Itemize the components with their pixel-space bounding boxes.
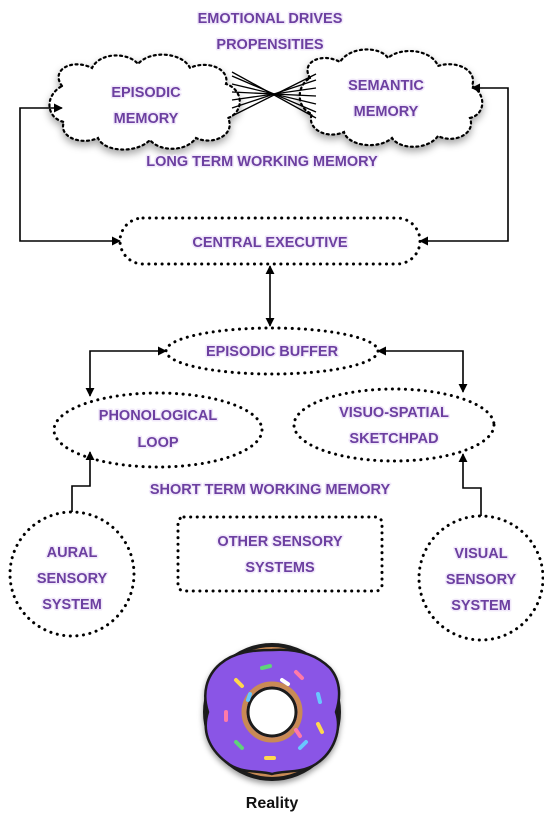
visuo-spatial-line1: VISUO-SPATIAL (339, 405, 449, 421)
aural-to-phonological-arrow (71, 451, 95, 512)
propensities-text: PROPENSITIES (216, 37, 323, 53)
buffer-visuospatial-arrow (377, 346, 468, 393)
semantic-memory-cloud (298, 48, 484, 148)
semantic-memory-line1: SEMANTIC (348, 78, 424, 94)
central-executive-label: CENTRAL EXECUTIVE (192, 235, 348, 251)
visual-line3: SYSTEM (451, 598, 511, 614)
donut-icon (203, 643, 341, 781)
episodic-memory-cloud (48, 53, 241, 151)
aural-line2: SENSORY (37, 571, 108, 587)
short-term-working-memory-label: SHORT TERM WORKING MEMORY (150, 482, 391, 498)
other-sensory-systems-node (176, 515, 384, 593)
reality-label: Reality (246, 795, 299, 812)
aural-line1: AURAL (47, 545, 98, 561)
other-sensory-line1: OTHER SENSORY (217, 534, 342, 550)
long-term-working-memory-label: LONG TERM WORKING MEMORY (146, 154, 378, 170)
phonological-loop-line2: LOOP (137, 435, 178, 451)
emotional-drives-heading: EMOTIONAL DRIVES PROPENSITIES (196, 10, 344, 55)
phonological-loop-line1: PHONOLOGICAL (99, 408, 218, 424)
other-sensory-line2: SYSTEMS (245, 560, 315, 576)
episodic-memory-line2: MEMORY (114, 111, 179, 127)
episodic-memory-line1: EPISODIC (111, 85, 181, 101)
buffer-phonological-arrow (85, 346, 167, 397)
visuo-spatial-sketchpad-node (292, 387, 496, 463)
episodic-buffer-label: EPISODIC BUFFER (206, 344, 339, 360)
visuo-spatial-line2: SKETCHPAD (349, 431, 438, 447)
memory-interconnection-lines (231, 71, 317, 119)
aural-line3: SYSTEM (42, 597, 102, 613)
right-feedback-arrow (419, 83, 509, 246)
emotional-drives-text: EMOTIONAL DRIVES (198, 11, 343, 27)
left-feedback-arrow (19, 103, 121, 246)
phonological-loop-node (52, 391, 264, 469)
visual-line2: SENSORY (446, 572, 517, 588)
visual-line1: VISUAL (454, 546, 507, 562)
semantic-memory-line2: MEMORY (354, 104, 419, 120)
visual-to-visuospatial-arrow (458, 453, 482, 516)
